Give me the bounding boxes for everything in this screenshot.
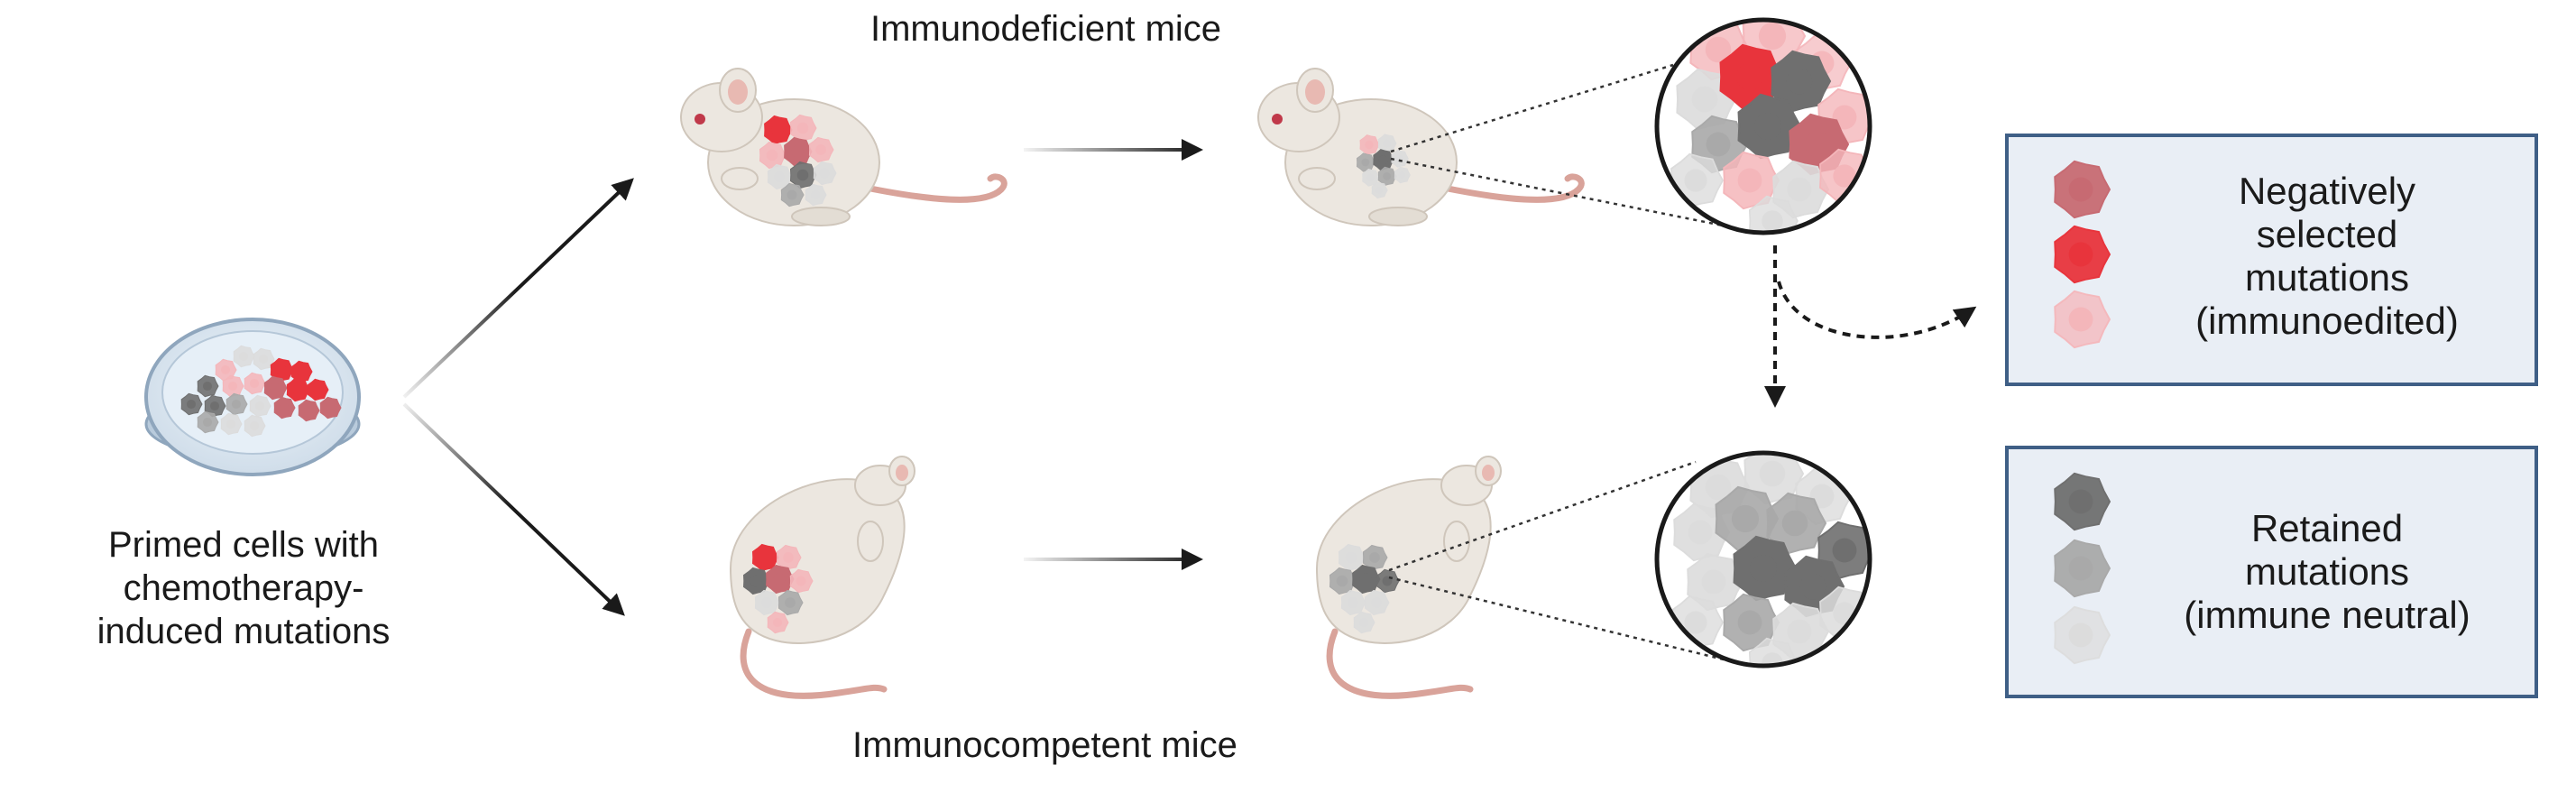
cell-icon [1362, 168, 1380, 187]
cell-icon [780, 182, 805, 207]
cell-icon [1715, 485, 1780, 552]
cell-icon [805, 183, 827, 207]
mouse-immunocompetent-end-icon [1315, 456, 1502, 699]
cell-icon [1771, 50, 1832, 113]
cell-icon [2054, 225, 2111, 284]
title-immunodeficient: Immunodeficient mice [870, 9, 1222, 49]
cell-icon [1373, 149, 1394, 171]
cell-icon [2054, 290, 2111, 349]
cell-icon [1377, 166, 1397, 187]
cell-icon [180, 392, 203, 416]
cell-icon [319, 396, 342, 420]
cell-icon [270, 357, 294, 383]
dish-cells [180, 345, 342, 438]
zoom-lines-bottom [1388, 460, 1728, 662]
cell-icon [204, 394, 226, 418]
cell-icon [233, 345, 255, 368]
cell-icon [1737, 93, 1802, 160]
cell-icon [808, 136, 834, 163]
cell-icon [1748, 195, 1799, 233]
cell-icon [1353, 611, 1375, 634]
petri-dish-icon [144, 318, 361, 476]
cell-icon [777, 589, 804, 616]
title-immunocompetent: Immunocompetent mice [852, 725, 1237, 765]
legend-negative-line-3: mutations [2244, 256, 2410, 299]
cell-icon [1687, 552, 1744, 612]
cell-icon [1364, 589, 1390, 616]
cell-icon [1371, 181, 1388, 199]
cell-icon [1743, 453, 1805, 505]
cell-icon [1340, 589, 1366, 616]
cell-icon [2054, 160, 2111, 219]
cell-icon [767, 163, 793, 190]
cell-icon [789, 114, 817, 143]
cell-icon [742, 567, 770, 595]
cell-icon [789, 161, 817, 189]
legend-swatches-negative [2054, 160, 2111, 349]
cell-icon [1352, 564, 1381, 595]
mouse-immunodeficient-start-icon [680, 68, 1007, 226]
cell-icon [766, 564, 795, 595]
arrow-to-immunodeficient [402, 178, 634, 399]
cell-icon [244, 372, 266, 395]
cell-icon [253, 347, 275, 371]
cell-icon [751, 543, 779, 572]
cell-icon [1394, 166, 1411, 184]
dish-caption-line-1: Primed cells with [107, 525, 380, 565]
cell-icon [298, 399, 320, 422]
cell-icon [290, 360, 313, 383]
cell-icon [249, 394, 271, 418]
cell-icon [307, 378, 329, 401]
cell-icon [1670, 152, 1725, 208]
cell-icon [244, 414, 266, 438]
cell-icon [2054, 539, 2111, 598]
zoom-circle-top [1654, 17, 1872, 235]
cell-icon [1359, 134, 1380, 155]
legend-negative-line-4: (immunoedited) [2195, 300, 2459, 342]
cell-icon [1356, 152, 1375, 172]
cell-icon [2054, 472, 2111, 531]
zoom-lines-top [1390, 63, 1746, 232]
cell-icon [197, 410, 219, 434]
cell-icon [813, 161, 837, 186]
dish-caption: Primed cells with chemotherapy- induced … [36, 523, 451, 653]
cell-icon [1723, 151, 1780, 210]
cell-icon [286, 377, 310, 402]
cell-icon [1733, 535, 1798, 602]
cell-icon [273, 396, 296, 420]
cell-icon [767, 611, 789, 634]
legend-retained-line-2: mutations [2244, 550, 2410, 593]
cell-icon [225, 392, 248, 416]
legend-retained-line-1: Retained [2250, 507, 2404, 549]
cell-icon [764, 115, 793, 145]
cell-icon [776, 544, 802, 571]
cell-icon [1766, 492, 1827, 555]
cell-icon [1723, 593, 1780, 652]
cell-icon [789, 568, 814, 594]
cell-icon [1338, 543, 1366, 572]
cell-icon [263, 375, 288, 401]
legend-negative-line-1: Negatively [2238, 170, 2416, 212]
legend-swatches-retained [2054, 472, 2111, 665]
legend-negative-line-2: selected [2256, 213, 2398, 255]
cell-icon [1673, 503, 1731, 562]
cell-icon [754, 589, 780, 616]
cell-icon [222, 374, 244, 398]
dish-caption-line-2: chemotherapy- [123, 568, 364, 608]
cell-icon [220, 412, 243, 436]
cell-icon [215, 358, 237, 382]
legend-negative-label: Negatively selected mutations (immunoedi… [2129, 170, 2525, 343]
dashed-arrow-to-legend [1777, 281, 1977, 339]
legend-retained-line-3: (immune neutral) [2184, 594, 2470, 636]
mouse-immunocompetent-start-icon [729, 456, 915, 699]
mouse-immunodeficient-end-icon [1257, 68, 1585, 226]
cell-icon [197, 374, 219, 398]
legend-retained-label: Retained mutations (immune neutral) [2129, 507, 2525, 637]
arrow-to-immunocompetent [402, 402, 625, 616]
cell-icon [1362, 544, 1388, 571]
cell-icon [2054, 605, 2111, 665]
dish-caption-line-3: induced mutations [97, 612, 391, 651]
